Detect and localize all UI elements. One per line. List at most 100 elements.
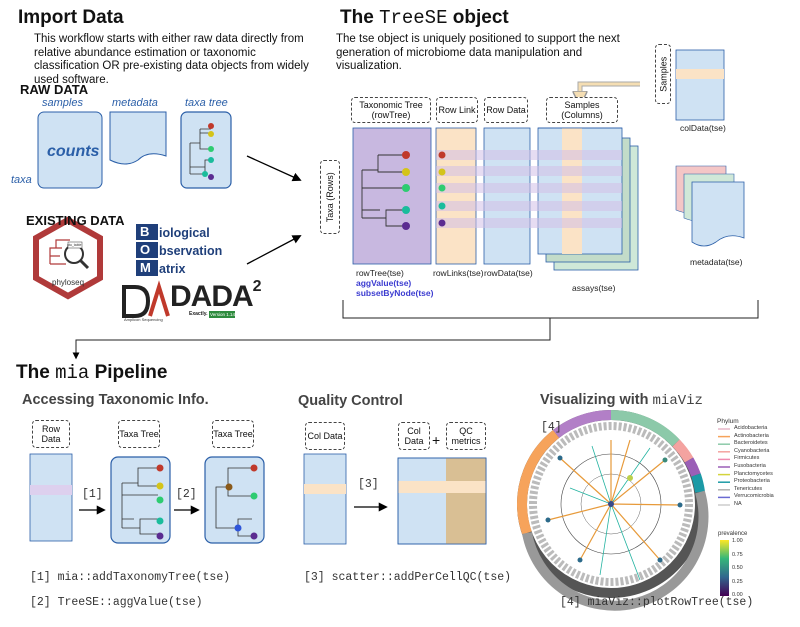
taxa-tree-box-2: Taxa Tree bbox=[212, 420, 254, 448]
rowdata-panel bbox=[483, 127, 531, 265]
biom-line-1: iological bbox=[159, 226, 210, 240]
col-data-box: Col Data bbox=[305, 422, 345, 450]
assays-caption: assays(tse) bbox=[572, 283, 616, 293]
quality-control-heading: Quality Control bbox=[298, 393, 403, 409]
aggvalue-caption: aggValue(tse) bbox=[356, 278, 412, 288]
taxa-tree-step2 bbox=[204, 456, 265, 544]
metadata-stack bbox=[675, 165, 745, 247]
import-description: This workflow starts with either raw dat… bbox=[34, 33, 309, 86]
taxonomic-info-heading: Accessing Taxonomic Info. bbox=[22, 392, 209, 408]
coldata-panel bbox=[675, 49, 725, 121]
legend-item: NA bbox=[734, 501, 742, 507]
prevalence-colorbar bbox=[720, 540, 729, 596]
biom-letter-b: B bbox=[140, 224, 150, 239]
row-link-bands bbox=[436, 150, 622, 228]
code-line-3: [3] scatter::addPerCellQC(tse) bbox=[304, 571, 512, 584]
row-link-dots bbox=[438, 151, 446, 227]
row-link-box: Row Link bbox=[436, 97, 478, 123]
row-data-box: Row Data bbox=[484, 97, 528, 123]
legend-item: Planctomycetes bbox=[734, 470, 773, 477]
subsetbynode-caption: subsetByNode(tse) bbox=[356, 288, 434, 298]
taxonomic-tree-box: Taxonomic Tree (rowTree) bbox=[351, 97, 431, 123]
code-line-4: [4] miaViz::plotRowTree(tse) bbox=[560, 596, 754, 609]
dada2-superscript: 2 bbox=[252, 278, 262, 295]
dada2-version: Version 1.14 bbox=[210, 312, 236, 317]
prevalence-title: prevalence bbox=[718, 531, 748, 537]
prevalence-tick: 0.50 bbox=[732, 565, 743, 571]
legend-item: Tenericutes bbox=[734, 485, 763, 492]
biom-line-3: atrix bbox=[159, 262, 186, 276]
mia-title: The mia Pipeline bbox=[16, 362, 168, 384]
taxa-tree-box-1: Taxa Tree bbox=[118, 420, 160, 448]
prevalence-tick: 1.00 bbox=[732, 538, 743, 544]
samples-columns-box: Samples (Columns) bbox=[546, 97, 618, 123]
arrow-tse-to-mia bbox=[72, 318, 551, 360]
samples-label: samples bbox=[42, 97, 83, 109]
miaviz-code: miaViz bbox=[652, 393, 703, 409]
phyloseq-label: phyloseq bbox=[52, 278, 85, 287]
dada2-logo bbox=[122, 280, 235, 318]
biom-letter-m: M bbox=[140, 260, 151, 275]
metadata-label: metadata bbox=[112, 97, 158, 109]
step-1-label: [1] bbox=[82, 488, 103, 501]
counts-label: counts bbox=[47, 143, 100, 160]
otu-table-label: otu_table bbox=[67, 243, 82, 247]
arrow-existing-to-tse bbox=[246, 235, 302, 265]
legend-item: Firmicutes bbox=[734, 455, 760, 462]
rowlinks-caption: rowLinks(tse) bbox=[433, 268, 484, 278]
tse-bracket bbox=[342, 300, 759, 319]
legend-item: Actinobacteria bbox=[734, 432, 769, 439]
qc-metrics-box: QC metrics bbox=[446, 422, 486, 450]
row-data-box-bottom: Row Data bbox=[32, 420, 70, 448]
taxa-tree-label: taxa tree bbox=[185, 97, 228, 109]
rowtree-panel bbox=[352, 127, 432, 265]
counts-matrix-icon bbox=[37, 111, 103, 189]
taxa-tree-icon bbox=[180, 111, 232, 189]
legend-item: Verrucomicrobia bbox=[734, 493, 774, 500]
code-line-1: [1] mia::addTaxonomyTree(tse) bbox=[30, 571, 231, 584]
col-data-box-2: Col Data bbox=[398, 422, 430, 450]
dada2-main: DADA2 bbox=[170, 278, 262, 313]
coldata-caption: colData(tse) bbox=[680, 123, 726, 133]
coldata-matrix bbox=[303, 453, 347, 545]
import-title: Import Data bbox=[18, 7, 124, 28]
visualizing-heading: Visualizing with miaViz bbox=[540, 392, 703, 409]
coldata-qc-matrix bbox=[397, 457, 487, 545]
code-line-2: [2] TreeSE::aggValue(tse) bbox=[30, 596, 203, 609]
tse-title-code: TreeSE bbox=[379, 7, 448, 29]
step-3-label: [3] bbox=[358, 478, 379, 491]
metadata-caption: metadata(tse) bbox=[690, 257, 743, 267]
tse-description: The tse object is uniquely positioned to… bbox=[336, 33, 620, 72]
legend-title: Phylum bbox=[717, 418, 739, 425]
metadata-document-icon bbox=[109, 111, 167, 165]
dada2-subtitle: Amplicon Sequencing bbox=[124, 317, 163, 322]
circular-tree-plot bbox=[517, 409, 709, 611]
biom-logo bbox=[136, 224, 158, 276]
taxa-label: taxa bbox=[11, 174, 32, 186]
rowlink-panel bbox=[435, 127, 477, 265]
tse-title: The TreeSE object bbox=[340, 7, 509, 29]
legend-item: Fusobacteria bbox=[734, 463, 766, 469]
taxa-rows-box: Taxa (Rows) bbox=[320, 160, 340, 234]
phyloseq-logo bbox=[33, 216, 103, 300]
taxonomic-tree bbox=[361, 151, 410, 230]
rowtree-caption: rowTree(tse) bbox=[356, 268, 404, 278]
legend-item: Proteobacteria bbox=[734, 478, 770, 485]
rowdata-caption: rowData(tse) bbox=[484, 268, 533, 278]
step-4-label: [4] bbox=[541, 421, 562, 434]
plus-sign: + bbox=[432, 432, 441, 448]
legend-item: Acidobacteria bbox=[734, 425, 768, 431]
rowdata-matrix bbox=[29, 453, 73, 542]
prevalence-tick: 0.25 bbox=[732, 578, 743, 585]
samples-side-box: Samples bbox=[655, 44, 671, 104]
assays-stack bbox=[537, 127, 639, 271]
legend-item: Cyanobacteria bbox=[734, 447, 770, 454]
phylum-legend-keys bbox=[718, 428, 730, 506]
mia-title-code: mia bbox=[55, 362, 90, 384]
prevalence-tick: 0.75 bbox=[732, 551, 743, 558]
biom-line-2: bservation bbox=[159, 244, 223, 258]
biom-letter-o: O bbox=[140, 242, 151, 257]
raw-data-label: RAW DATA bbox=[20, 82, 89, 97]
prevalence-tick: 0.00 bbox=[732, 592, 743, 598]
